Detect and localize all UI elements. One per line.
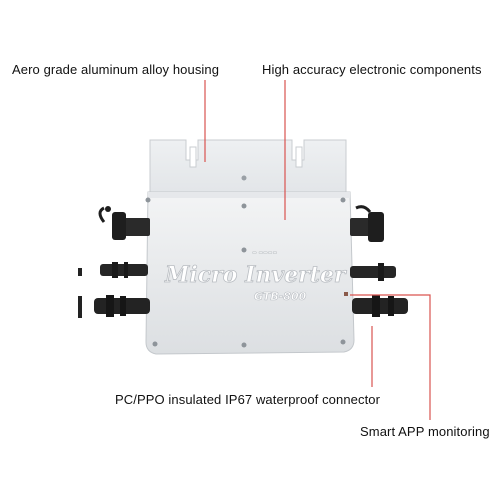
left-mc4-connector-top <box>100 262 148 278</box>
product-title: Micro Inverter <box>164 262 347 288</box>
right-capped-port <box>350 205 384 242</box>
flange-screw <box>241 175 247 181</box>
flange-slot-left <box>189 146 197 168</box>
leader-app <box>350 294 431 420</box>
right-mc4-connector-top <box>350 263 396 281</box>
callout-leader-lines <box>204 80 431 420</box>
callout-app-label: Smart APP monitoring <box>360 424 490 439</box>
housing-top-edge <box>148 192 350 198</box>
housing-body <box>145 191 355 355</box>
callout-connector-label: PC/PPO insulated IP67 waterproof connect… <box>115 392 381 407</box>
right-mc4-connector-bottom <box>352 295 408 317</box>
left-mc4-connector-bottom <box>94 295 150 317</box>
callout-housing-label: Aero grade aluminum alloy housing <box>12 62 220 77</box>
housing-screws <box>145 197 346 348</box>
left-capped-port <box>98 206 150 240</box>
left-pin-long <box>78 296 82 318</box>
callout-electronic-label: High accuracy electronic components <box>262 62 482 77</box>
status-led <box>344 292 348 296</box>
product-model: GTB-800 <box>254 290 307 303</box>
mounting-flange <box>149 139 347 196</box>
left-pin-small <box>78 268 82 276</box>
small-brand-mark: ▭ ▭▭▭▭ <box>252 250 277 256</box>
flange-slot-right <box>295 146 303 168</box>
